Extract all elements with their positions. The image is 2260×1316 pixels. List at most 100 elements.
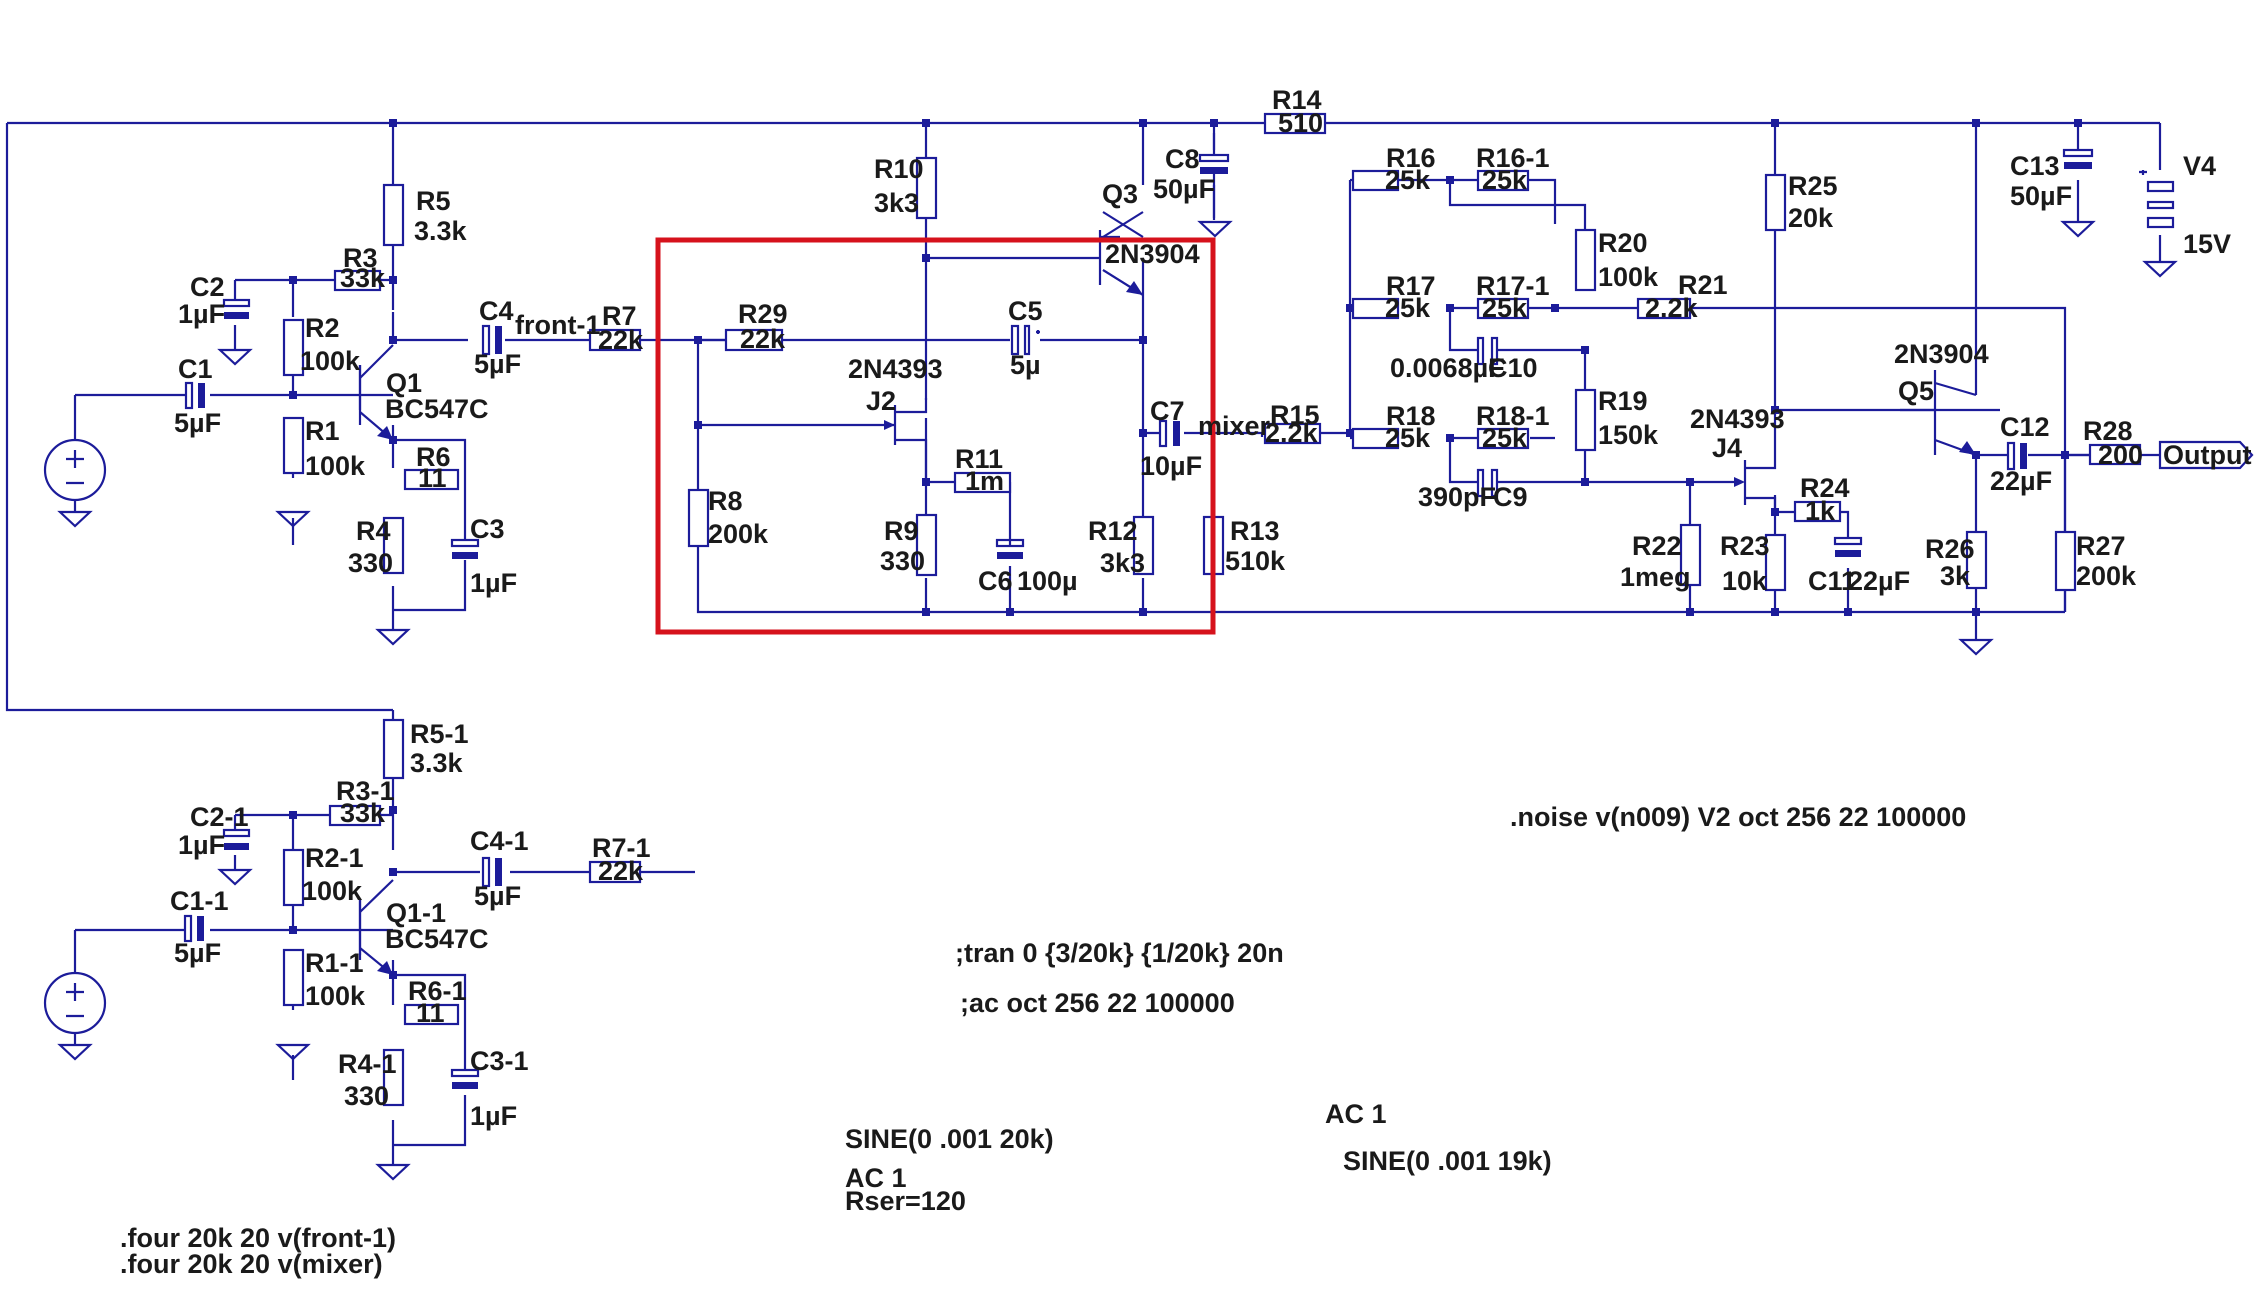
label-value: 3k (1940, 561, 1971, 591)
label-ref: C5 (1008, 296, 1043, 326)
capacitor-C4 (481, 324, 502, 356)
source-spec: Rser=120 (845, 1186, 966, 1216)
label-ref: R18-1 (1476, 401, 1550, 431)
label-ref: R20 (1598, 228, 1648, 258)
capacitors (183, 148, 2094, 1089)
battery-V4 (2139, 170, 2175, 229)
resistor-R15 (1263, 422, 1322, 445)
resistor-R10 (915, 156, 938, 220)
label-ref: R5-1 (410, 719, 469, 749)
label-ref: C1 (178, 354, 213, 384)
label-value: 330 (348, 548, 393, 578)
label-value: 2N3904 (1105, 239, 1200, 269)
label-ref: C6 (978, 566, 1013, 596)
label-ref: V4 (2183, 151, 2216, 181)
resistor-R8 (687, 488, 710, 548)
resistor-R19 (1574, 388, 1597, 452)
label-ref: R13 (1230, 516, 1280, 546)
transistor-Q1 (358, 344, 394, 441)
resistor-R25 (1764, 173, 1787, 232)
label-value: 3k3 (874, 188, 919, 218)
label-ref: R4 (356, 516, 391, 546)
label-ref: C2 (190, 272, 225, 302)
label-ref: R10 (874, 154, 924, 184)
resistor-R18 (1351, 427, 1400, 450)
resistor-R6-1 (403, 1003, 460, 1026)
label-ref: R19 (1598, 386, 1648, 416)
net-label-mixer: mixer (1198, 411, 1271, 441)
label-ref: R16 (1386, 143, 1436, 173)
resistor-R20 (1574, 228, 1597, 292)
resistor-R12 (1132, 515, 1155, 576)
capacitor-C3-1 (450, 1068, 480, 1089)
resistor-R26 (1965, 530, 1988, 590)
label-value: 22k (740, 324, 786, 354)
label-ref: R5 (416, 186, 451, 216)
resistor-R1-1 (282, 948, 305, 1007)
label-value: 100k (302, 876, 363, 906)
label-ref: R12 (1088, 516, 1138, 546)
label-ref: C9 (1493, 482, 1528, 512)
capacitor-C7 (1158, 419, 1180, 448)
source-spec: AC 1 (1325, 1099, 1387, 1129)
resistor-R4 (382, 516, 405, 575)
label-value: 1k (1805, 496, 1836, 526)
jfet-J4 (1734, 410, 1777, 512)
resistor-R1 (282, 416, 305, 475)
label-ref: R11 (955, 444, 1003, 474)
label-value: 25k (1385, 423, 1431, 453)
label-ref: C8 (1165, 144, 1200, 174)
capacitor-C4-1 (481, 856, 502, 888)
spice-directives: .noise v(n009) V2 oct 256 22 100000 ;tra… (120, 802, 1966, 1279)
label-value: BC547C (385, 924, 489, 954)
label-value: 22k (598, 856, 644, 886)
capacitor-C13 (2062, 148, 2094, 169)
capacitor-C5 (1010, 324, 1031, 356)
label-value: 510 (1278, 108, 1323, 138)
label-value: 330 (880, 546, 925, 576)
label-ref: C12 (2000, 412, 2050, 442)
resistor-R3-1 (328, 804, 382, 827)
capacitor-C8 (1198, 153, 1230, 174)
capacitor-C9 (1476, 468, 1499, 498)
label-value: 100k (305, 451, 366, 481)
resistor-R5 (382, 183, 405, 247)
resistor-R14 (1263, 112, 1327, 135)
resistor-R3 (333, 269, 382, 292)
resistor-R22 (1679, 523, 1702, 587)
label-ref: R25 (1788, 171, 1838, 201)
label-ref: R4-1 (338, 1049, 397, 1079)
label-value: 33k (340, 798, 386, 828)
label-ref: R27 (2076, 531, 2126, 561)
label-ref: C4-1 (470, 826, 529, 856)
label-value: 50µF (1153, 174, 1215, 204)
label-value: 5µF (174, 408, 221, 438)
label-value: BC547C (385, 394, 489, 424)
label-value: 3.3k (414, 216, 468, 246)
resistor-R16-1 (1476, 169, 1530, 192)
label-value: 5µF (474, 349, 521, 379)
label-value: 1m (965, 466, 1004, 496)
voltage-source-1 (43, 438, 107, 502)
label-value: 100k (300, 346, 361, 376)
capacitor-C2-1 (222, 828, 251, 850)
net-label-front: front-1 (515, 310, 600, 340)
label-value: 200k (2076, 561, 2137, 591)
resistors (282, 112, 2142, 1107)
label-value: 11 (416, 998, 445, 1028)
label-ref: Q3 (1102, 179, 1138, 209)
resistor-R18-1 (1476, 427, 1530, 450)
label-ref: R23 (1720, 531, 1770, 561)
label-ref: R18 (1386, 401, 1436, 431)
label-ref: R16-1 (1476, 143, 1550, 173)
resistor-R28 (2088, 443, 2142, 466)
label-value: 100k (1598, 262, 1659, 292)
resistor-R27 (2054, 530, 2077, 592)
label-value: 200k (708, 519, 769, 549)
label-ref: R8 (708, 486, 743, 516)
directive-ac: ;ac oct 256 22 100000 (960, 988, 1235, 1018)
resistor-R9 (915, 513, 938, 577)
grounds (57, 220, 2178, 1181)
label-value: 2N3904 (1894, 339, 1989, 369)
